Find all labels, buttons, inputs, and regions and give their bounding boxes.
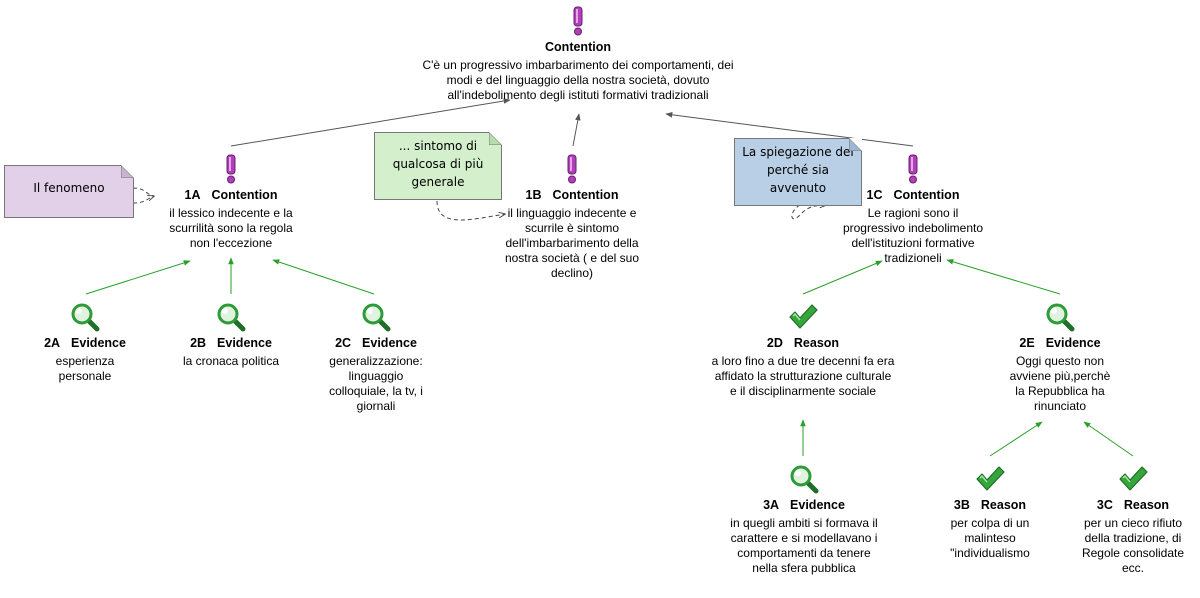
node-heading: 2B Evidence xyxy=(166,335,296,351)
magnifier-icon xyxy=(790,465,819,494)
node-kind: Evidence xyxy=(1045,336,1101,350)
node-heading: 2E Evidence xyxy=(994,335,1126,351)
node-code: 2B xyxy=(190,336,207,350)
node-1b[interactable]: 1B Contention il linguaggio indecente e s… xyxy=(490,154,654,281)
node-heading: 1B Contention xyxy=(490,187,654,203)
node-kind: Evidence xyxy=(71,336,126,350)
node-text: per un cieco rifiuto della tradizione, d… xyxy=(1081,516,1185,575)
node-code: 1B xyxy=(525,188,542,202)
node-code: 1A xyxy=(184,188,201,202)
node-code: 2D xyxy=(766,336,783,350)
exclamation-icon xyxy=(573,6,583,36)
checkmark-icon xyxy=(976,466,1005,491)
node-text: il lessico indecente e la scurrilità son… xyxy=(169,206,293,250)
node-text: in quegli ambiti si formava il carattere… xyxy=(730,516,878,575)
node-text: il linguaggio indecente e scurrile è sin… xyxy=(504,206,640,280)
checkmark-icon xyxy=(789,304,818,329)
node-text: a loro fino a due tre decenni fa era aff… xyxy=(711,354,895,398)
node-heading: Contention xyxy=(545,40,611,54)
node-code: 2C xyxy=(335,336,352,350)
node-code: 2E xyxy=(1019,336,1035,350)
node-code: 1C xyxy=(866,188,883,202)
note-fold-icon xyxy=(489,132,502,145)
node-3c[interactable]: 3C Reason per un cieco rifiuto della trad… xyxy=(1070,464,1196,576)
node-2b[interactable]: 2B Evidence la cronaca politica xyxy=(166,302,296,369)
node-text: generalizzazione: linguaggio colloquiale… xyxy=(329,354,423,413)
node-3a[interactable]: 3A Evidence in quegli ambiti si formava i… xyxy=(726,464,882,576)
node-text: Le ragioni sono il progressivo indebolim… xyxy=(842,206,984,265)
node-text: la cronaca politica xyxy=(182,354,280,368)
node-kind: Evidence xyxy=(362,336,417,350)
node-code: 3B xyxy=(953,498,970,512)
node-kind: Reason xyxy=(980,498,1027,512)
node-1c[interactable]: 1C Contention Le ragioni sono il progress… xyxy=(823,154,1003,266)
node-kind: Evidence xyxy=(790,498,845,512)
note-link-spiegazione xyxy=(791,205,826,220)
magnifier-icon xyxy=(362,303,391,332)
checkmark-icon xyxy=(1119,466,1148,491)
link-1b-root xyxy=(572,113,581,147)
magnifier-icon xyxy=(71,303,100,332)
node-text: esperienza personale xyxy=(55,354,115,383)
node-heading: 3C Reason xyxy=(1070,497,1196,513)
link-3c-2e xyxy=(1083,421,1134,457)
node-kind: Evidence xyxy=(217,336,272,350)
note-text: La spiegazione del perché sia avvenuto xyxy=(742,145,854,195)
magnifier-icon xyxy=(1046,303,1075,332)
node-code: 3A xyxy=(763,498,780,512)
node-root[interactable]: Contention C'è un progressivo imbarbarim… xyxy=(400,6,756,103)
node-text: C'è un progressivo imbarbarimento dei co… xyxy=(422,58,734,102)
node-3b[interactable]: 3B Reason per colpa di un malinteso "indi… xyxy=(934,464,1046,561)
link-2c-1a xyxy=(272,259,375,295)
note-spiegazione: La spiegazione del perché sia avvenuto xyxy=(734,138,862,206)
node-kind: Reason xyxy=(793,336,840,350)
link-2a-1a xyxy=(85,260,191,295)
node-kind: Reason xyxy=(1123,498,1170,512)
node-2d[interactable]: 2D Reason a loro fino a due tre decenni f… xyxy=(710,302,896,399)
node-heading: 1A Contention xyxy=(150,187,312,203)
link-3b-2e xyxy=(989,421,1043,457)
note-fold-icon xyxy=(849,138,862,151)
node-kind: Contention xyxy=(552,188,619,202)
node-2c[interactable]: 2C Evidence generalizzazione: linguaggio … xyxy=(316,302,436,414)
node-code: 3C xyxy=(1096,498,1113,512)
node-kind: Contention xyxy=(211,188,278,202)
exclamation-icon xyxy=(226,154,236,184)
node-kind: Contention xyxy=(893,188,960,202)
node-2a[interactable]: 2A Evidence esperienza personale xyxy=(30,302,140,384)
note-sintomo: ... sintomo di qualcosa di più generale xyxy=(374,132,502,200)
node-2e[interactable]: 2E Evidence Oggi questo non avviene più,p… xyxy=(994,302,1126,414)
node-heading: 3B Reason xyxy=(934,497,1046,513)
node-text: Oggi questo non avviene più,perchè la Re… xyxy=(1009,354,1111,413)
exclamation-icon xyxy=(567,154,577,184)
exclamation-icon xyxy=(908,154,918,184)
node-text: per colpa di un malinteso "individualism… xyxy=(950,516,1030,560)
node-heading: 2D Reason xyxy=(710,335,896,351)
node-code: 2A xyxy=(44,336,61,350)
node-heading: 1C Contention xyxy=(823,187,1003,203)
node-heading: 3A Evidence xyxy=(726,497,882,513)
node-1a[interactable]: 1A Contention il lessico indecente e la s… xyxy=(150,154,312,251)
note-text: ... sintomo di qualcosa di più generale xyxy=(392,139,484,189)
note-fold-icon xyxy=(121,165,134,178)
note-fenomeno: Il fenomeno xyxy=(4,165,134,218)
magnifier-icon xyxy=(217,303,246,332)
node-heading: 2A Evidence xyxy=(30,335,140,351)
node-heading: 2C Evidence xyxy=(316,335,436,351)
note-text: Il fenomeno xyxy=(33,181,105,195)
